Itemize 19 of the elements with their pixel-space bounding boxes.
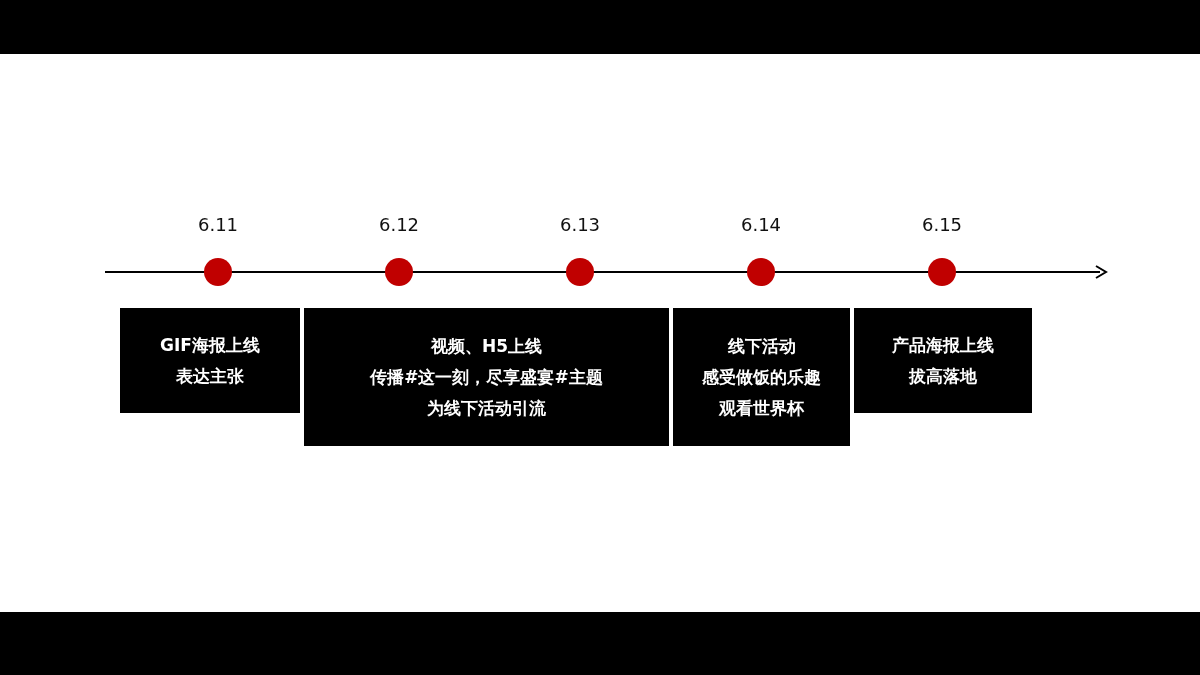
event-text: 为线下活动引流 (427, 396, 546, 420)
event-card (854, 308, 1032, 413)
event-card (120, 308, 300, 413)
event-text: 表达主张 (176, 364, 244, 388)
event-text: 视频、H5上线 (430, 334, 543, 358)
event-text: 线下活动 (727, 334, 796, 358)
event-text: 观看世界杯 (719, 396, 804, 420)
event-text: 产品海报上线 (892, 333, 994, 357)
event-card (673, 308, 850, 446)
date-label: 6.11 (196, 214, 240, 235)
date-label: 6.14 (739, 214, 783, 235)
event-text: GIF海报上线 (160, 333, 260, 357)
date-label: 6.12 (377, 214, 421, 235)
event-text: 传播#这一刻，尽享盛宴#主题 (370, 365, 603, 389)
event-text: 感受做饭的乐趣 (702, 365, 821, 389)
event-card (304, 308, 669, 446)
date-label: 6.13 (558, 214, 602, 235)
event-text: 拔高落地 (909, 364, 977, 388)
date-label: 6.15 (920, 214, 964, 235)
